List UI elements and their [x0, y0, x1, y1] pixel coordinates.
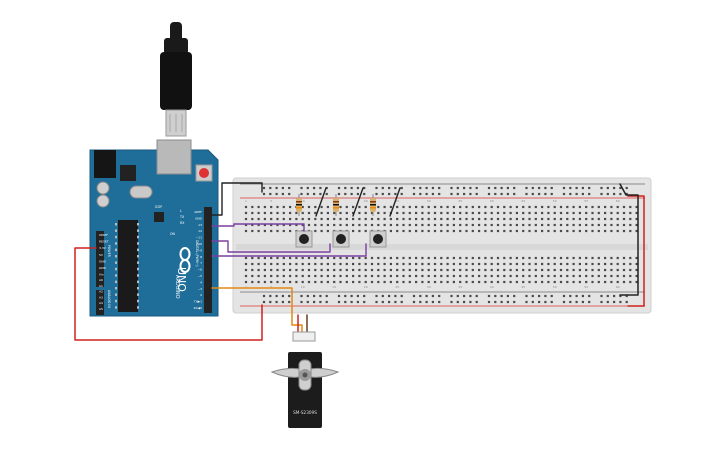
arduino-tx-label: TX: [179, 215, 185, 219]
pin-label: RESET: [99, 240, 109, 244]
breadboard-column-label: 60: [616, 199, 620, 203]
resistor-3[interactable]: [370, 194, 376, 216]
pin-label: 8: [200, 255, 202, 259]
pin-label: A3: [99, 295, 103, 299]
pin-label: A0: [99, 278, 103, 282]
wire-gnd[interactable]: [211, 182, 263, 216]
wire-pin10[interactable]: [211, 240, 331, 253]
breadboard-column-label: 10: [301, 199, 305, 203]
servo-motor[interactable]: SM-S2309S: [270, 331, 340, 428]
wire-rail-black-right[interactable]: [619, 183, 639, 296]
breadboard-column-label: 45: [521, 285, 525, 289]
breadboard-column-label: 30: [427, 285, 431, 289]
breadboard-column-label: 55: [584, 285, 588, 289]
pin-label: A1: [99, 284, 103, 288]
breadboard-column-label: 30: [427, 199, 431, 203]
arduino-l-label: L: [180, 209, 182, 213]
pin-label: GND: [195, 216, 203, 220]
arduino-analog-label: ANALOG IN: [107, 290, 111, 308]
pin-label: ~9: [198, 248, 203, 252]
breadboard-column-label: 40: [490, 285, 494, 289]
pin-label: A4: [99, 301, 103, 305]
breadboard-column-label: 25: [395, 285, 399, 289]
pin-label: IOREF: [99, 233, 108, 237]
breadboard-column-label: 1: [245, 199, 247, 203]
pin-label: A2: [99, 290, 103, 294]
wire-servo-signal[interactable]: [211, 287, 303, 339]
breadboard-column-label: 35: [458, 199, 462, 203]
servo-label: SM-S2309S: [293, 410, 317, 415]
power-pin-labels: IOREF RESET 3.3V 5V GND GND Vin: [99, 233, 109, 277]
breadboard-column-label: 1: [245, 285, 247, 289]
breadboard-holes: [244, 186, 638, 304]
pin-label: RX◀0: [194, 306, 202, 310]
breadboard-column-label: 10: [301, 285, 305, 289]
pushbutton-2[interactable]: [332, 230, 350, 248]
breadboard-column-label: 60: [616, 285, 620, 289]
wire-pin12[interactable]: [211, 223, 305, 232]
reset-button[interactable]: [199, 168, 209, 178]
pin-label: Vin: [99, 273, 104, 277]
breadboard-column-label: 35: [458, 285, 462, 289]
breadboard-column-label: 50: [553, 285, 557, 289]
arduino-rx-label: RX: [180, 221, 185, 225]
wire-jumper-1[interactable]: [315, 187, 327, 217]
usb-cable: [160, 22, 192, 137]
pin-label: 13: [198, 223, 202, 227]
pin-label: 2: [200, 293, 202, 297]
breadboard-column-label: 40: [490, 199, 494, 203]
arduino-brand-label: ARDUINO: [174, 275, 180, 299]
wire-rail-red-right[interactable]: [627, 195, 645, 307]
breadboard-column-label: 55: [584, 199, 588, 203]
breadboard-column-label: 50: [553, 199, 557, 203]
breadboard-column-label: 20: [364, 285, 368, 289]
arduino-uno-board: ARDUINO UNO DIGITAL (PWM~) ICSP TX RX L …: [89, 139, 219, 317]
breadboard: 1155101015152020252530303535404045455050…: [232, 177, 652, 314]
digital-pin-labels: AREF GND 13 12 ~11 ~10 ~9 8 7 ~6 ~5 4 ~3 2TX▶1RX◀0: [193, 210, 203, 310]
arduino-icsp-label: ICSP: [155, 205, 162, 209]
resistor-2[interactable]: [333, 194, 339, 216]
pin-label: 12: [198, 229, 202, 233]
pin-label: ~3: [198, 287, 203, 291]
pin-label: GND: [99, 259, 107, 263]
pin-label: AREF: [194, 210, 202, 214]
breadboard-column-label: 5: [270, 199, 272, 203]
breadboard-column-label: 15: [332, 285, 336, 289]
breadboard-column-label: 45: [521, 199, 525, 203]
wire-5v[interactable]: [74, 247, 263, 341]
pin-label: A5: [99, 307, 103, 311]
arduino-digital-label: DIGITAL (PWM~): [195, 240, 199, 266]
pin-label: 5V: [99, 253, 104, 257]
pin-label: ~5: [198, 274, 203, 278]
wire-jumper-3[interactable]: [389, 187, 401, 217]
breadboard-column-labels: 1155101015152020252530303535404045455050…: [245, 199, 620, 289]
pin-label: TX▶1: [193, 300, 202, 304]
breadboard-column-label: 20: [364, 199, 368, 203]
pin-label: ~11: [196, 236, 202, 240]
arduino-model-label: UNO: [175, 267, 188, 292]
pin-label: GND: [99, 266, 107, 270]
wire-jumper-2[interactable]: [352, 187, 364, 217]
resistor-1[interactable]: [296, 194, 302, 216]
pin-label: 7: [200, 261, 202, 265]
breadboard-column-label: 5: [270, 285, 272, 289]
pin-label: 4: [200, 280, 202, 284]
arduino-on-label: ON: [170, 232, 176, 236]
pushbutton-1[interactable]: [295, 230, 313, 248]
pushbutton-3[interactable]: [369, 230, 387, 248]
pin-label: ~6: [198, 268, 203, 272]
wire-pin9[interactable]: [211, 243, 367, 257]
pin-label: ~10: [196, 242, 202, 246]
pin-label: 3.3V: [99, 246, 107, 250]
breadboard-column-label: 25: [395, 199, 399, 203]
arduino-power-label: POWER: [107, 245, 111, 258]
